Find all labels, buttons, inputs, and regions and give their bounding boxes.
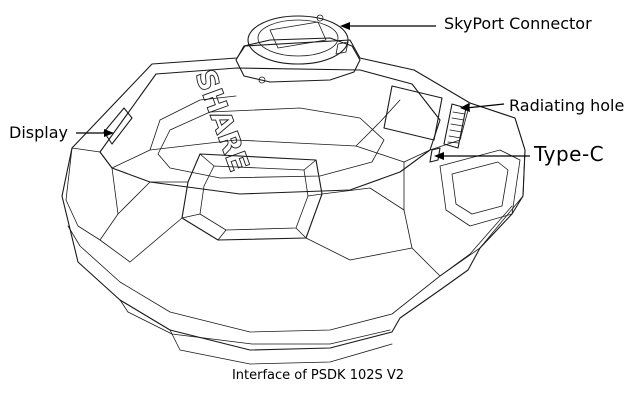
display-arrow	[76, 129, 114, 137]
front-panel-bevel	[181, 153, 323, 241]
type-c-port	[429, 147, 441, 163]
display-window	[103, 107, 133, 145]
top-cover	[99, 67, 441, 195]
skyport-arrow	[340, 22, 436, 30]
skyport-base	[235, 37, 361, 83]
front-panel	[181, 153, 323, 241]
top-cover-inner	[157, 107, 385, 179]
figure-caption: Interface of PSDK 102S V2	[231, 368, 405, 383]
skyport-screw-icon	[316, 14, 324, 22]
base-rim-line-2	[119, 299, 391, 345]
right-lower-box-inner	[451, 161, 509, 215]
left-side-panel	[65, 147, 119, 241]
top-cover-ridge	[111, 95, 405, 169]
base-rim-line	[67, 205, 513, 333]
device-outer-body	[61, 39, 526, 351]
device-logo: SHARE	[188, 65, 255, 176]
label-display: Display	[9, 123, 68, 142]
skyport-connector	[247, 15, 349, 65]
skyport-hole-icon	[258, 76, 266, 84]
right-label-plate	[383, 85, 443, 141]
left-side-panel-2	[99, 181, 189, 263]
right-side-panel-2	[305, 187, 413, 261]
label-radiating-hole: Radiating hole	[509, 96, 625, 115]
bottom-edge	[169, 329, 393, 365]
typec-arrow	[434, 152, 530, 160]
right-side-panel	[403, 102, 526, 277]
right-lower-box	[439, 149, 521, 227]
skyport-tab	[335, 41, 349, 55]
label-skyport-connector: SkyPort Connector	[444, 14, 592, 33]
front-panel-inner	[199, 165, 309, 231]
skyport-rect	[269, 21, 327, 49]
skyport-connector-inner	[257, 19, 339, 57]
radiating-hole-grille	[443, 103, 467, 149]
label-type-c: Type-C	[534, 142, 605, 166]
radiating-arrow	[460, 103, 505, 112]
